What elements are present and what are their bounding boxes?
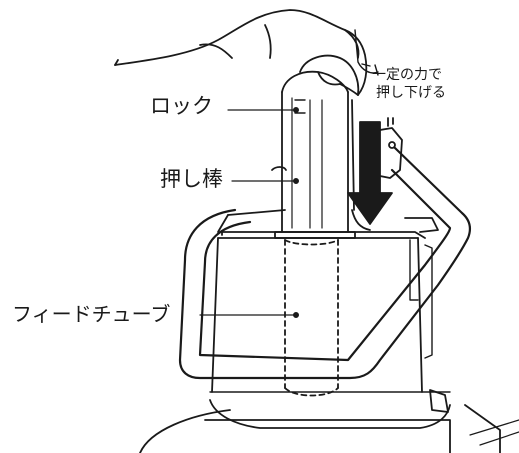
- plunger: [271, 91, 371, 239]
- lock-label: ロック: [150, 94, 213, 118]
- base-outline: [139, 389, 519, 453]
- feed-tube-label: フィードチューブ: [12, 302, 171, 326]
- push-down-arrow: [347, 121, 393, 225]
- handle: [178, 146, 472, 380]
- lid-latch: [379, 117, 403, 179]
- instruction-line-2: 押し下げる: [376, 85, 446, 101]
- instruction-text: 一定の力で 押し下げる: [372, 66, 446, 102]
- hand: [114, 9, 379, 96]
- leader-lines: [199, 106, 300, 319]
- plunger-label: 押し棒: [160, 167, 223, 191]
- instruction-line-1: 一定の力で: [372, 67, 442, 83]
